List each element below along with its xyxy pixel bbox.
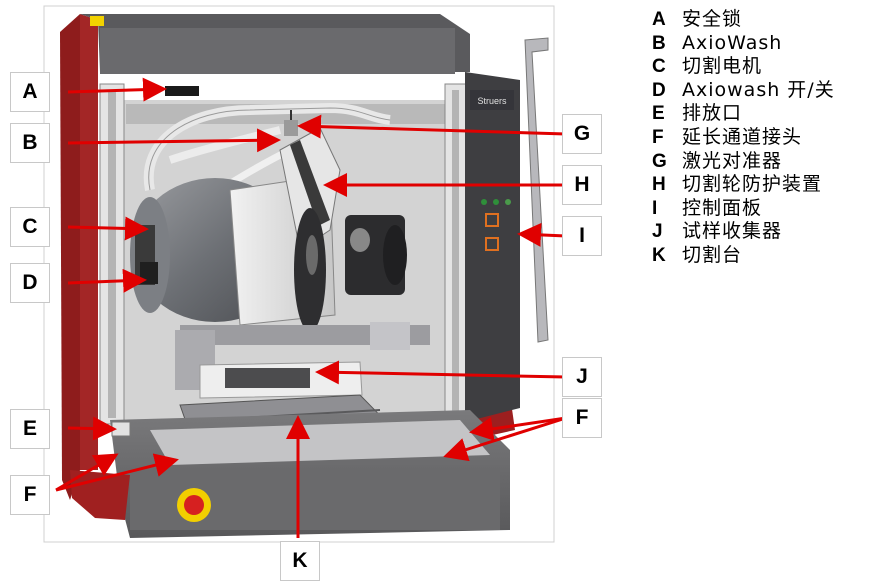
handle <box>524 37 549 343</box>
arrow-j <box>315 360 567 385</box>
laser-aligner <box>284 120 298 136</box>
arrow-f-right-1 <box>469 416 567 441</box>
arrow-f-right-2 <box>443 416 567 462</box>
callout-h: H <box>562 165 602 205</box>
callout-d: D <box>10 263 50 303</box>
side-panel-left <box>60 14 80 500</box>
arrow-c <box>67 216 149 241</box>
arrow-e <box>67 416 117 441</box>
callout-i: I <box>562 216 602 256</box>
callout-f-left: F <box>10 475 50 515</box>
drain <box>111 421 131 437</box>
callout-c: C <box>10 207 50 247</box>
control-panel <box>465 72 520 422</box>
arrow-i <box>517 222 567 247</box>
safety-lock <box>165 86 199 96</box>
callout-a: A <box>10 72 50 112</box>
arrow-g <box>297 114 567 139</box>
arrow-f-left-2 <box>55 453 179 492</box>
callout-b: B <box>10 123 50 163</box>
arrow-d <box>67 268 147 293</box>
callout-j: J <box>562 357 602 397</box>
brand-label: Struers <box>477 96 507 106</box>
callout-f-right: F <box>562 398 602 438</box>
callout-k: K <box>280 541 320 581</box>
arrow-b <box>67 128 281 153</box>
arrow-f-left-1 <box>55 453 119 492</box>
callout-g: G <box>562 114 602 154</box>
arrow-a <box>67 77 167 102</box>
callout-e: E <box>10 409 50 449</box>
